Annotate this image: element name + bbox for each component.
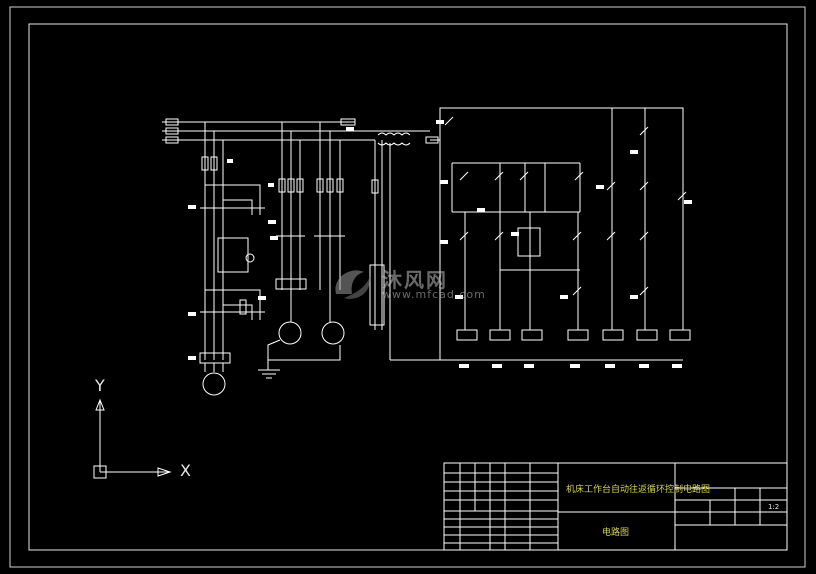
- watermark-brand: 沐风网: [382, 268, 448, 292]
- outer-border: [9, 6, 806, 568]
- control-circuit: [389, 107, 691, 361]
- watermark-logo-icon: [335, 270, 371, 299]
- component-tags: [188, 120, 692, 368]
- drawing-scale: 1:2: [768, 503, 780, 511]
- y-axis-label: Y: [95, 376, 105, 395]
- title-block: [443, 462, 788, 551]
- watermark-url: www.mfcad.com: [382, 288, 486, 301]
- drawing-name: 电路图: [602, 528, 630, 538]
- x-axis-label: X: [180, 461, 191, 480]
- drawing-title: 机床工作台自动往返循环控制电路图: [566, 485, 711, 495]
- coordinate-axes: [93, 398, 172, 479]
- main-power-circuit: [162, 118, 430, 396]
- watermark: 沐风网 www.mfcad.com: [330, 262, 490, 306]
- inner-border: [28, 23, 788, 551]
